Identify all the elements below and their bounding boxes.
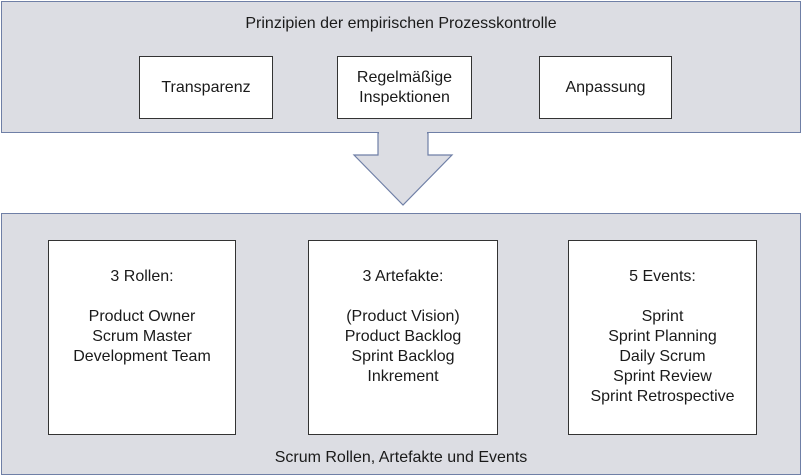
artifacts-item: Product Backlog	[344, 328, 462, 345]
events-item: Sprint Review	[613, 368, 712, 385]
principle-box-inspection: Regelmäßige Inspektionen	[337, 56, 472, 119]
scrum-panel: 3 Rollen: Product Owner Scrum Master Dev…	[1, 213, 801, 475]
principle-label: Anpassung	[565, 78, 646, 96]
events-heading: 5 Events:	[629, 268, 696, 285]
events-item: Sprint Planning	[608, 328, 717, 345]
principles-title: Prinzipien der empirischen Prozesskontro…	[245, 15, 557, 32]
scrum-title: Scrum Rollen, Artefakte und Events	[274, 449, 528, 466]
artifacts-item: (Product Vision)	[346, 308, 460, 325]
roles-heading: 3 Rollen:	[110, 268, 174, 285]
principle-box-transparency: Transparenz	[139, 56, 273, 119]
principles-panel: Prinzipien der empirischen Prozesskontro…	[1, 1, 801, 133]
events-item: Sprint	[641, 308, 684, 325]
artifacts-box: 3 Artefakte: (Product Vision) Product Ba…	[308, 240, 498, 435]
down-arrow-shape	[352, 132, 454, 206]
artifacts-item: Sprint Backlog	[351, 348, 455, 365]
roles-item: Development Team	[73, 348, 211, 365]
roles-item: Product Owner	[88, 308, 196, 325]
artifacts-item: Inkrement	[367, 368, 439, 385]
principle-box-adaptation: Anpassung	[539, 56, 672, 119]
roles-box: 3 Rollen: Product Owner Scrum Master Dev…	[48, 240, 236, 435]
principle-label: Regelmäßige Inspektionen	[356, 68, 453, 106]
events-box: 5 Events: Sprint Sprint Planning Daily S…	[568, 240, 757, 435]
principle-label: Transparenz	[161, 78, 251, 96]
events-item: Daily Scrum	[619, 348, 706, 365]
artifacts-heading: 3 Artefakte:	[362, 268, 444, 285]
events-item: Sprint Retrospective	[590, 388, 735, 405]
roles-item: Scrum Master	[92, 328, 192, 345]
